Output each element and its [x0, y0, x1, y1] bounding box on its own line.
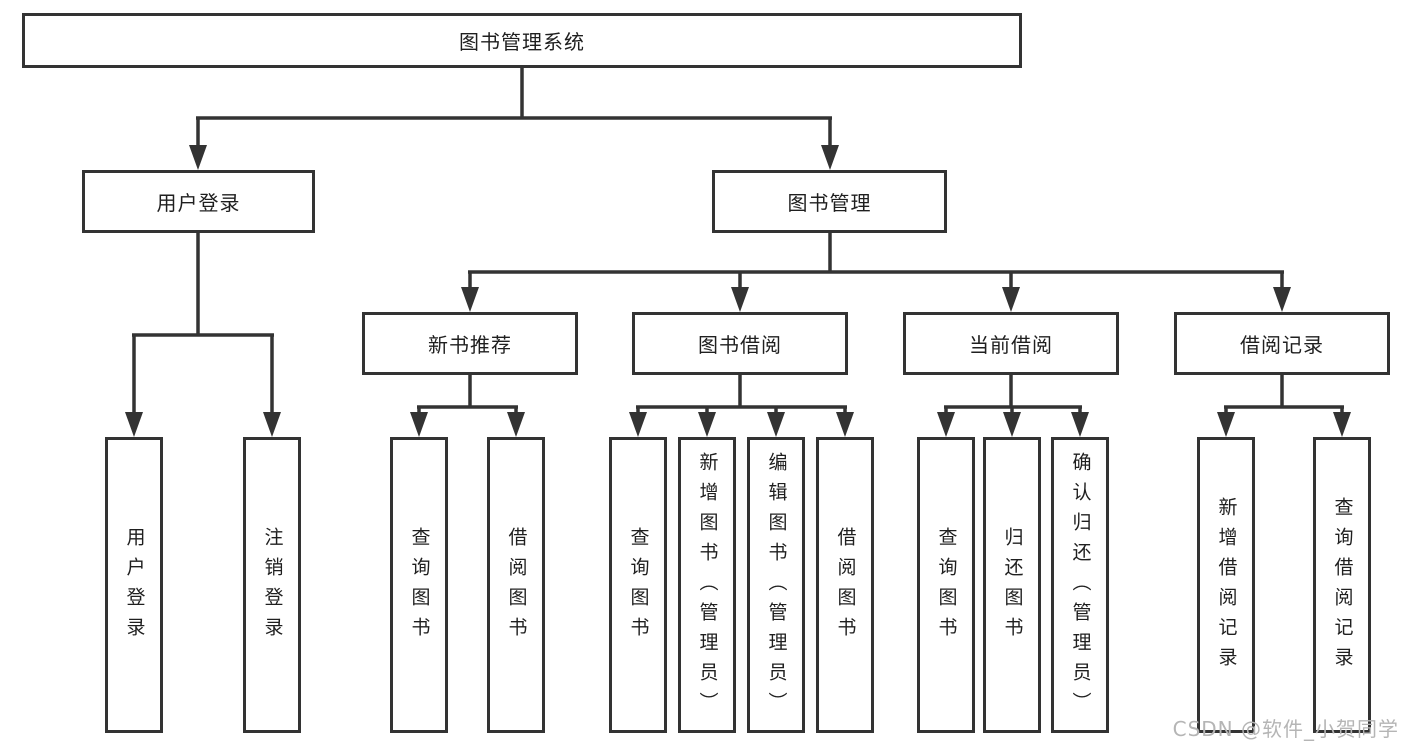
leaf-query-borrow-record: 查询借阅记录: [1313, 437, 1371, 733]
leaf-add-borrow-record: 新增借阅记录: [1197, 437, 1255, 733]
leaf-add-book-admin: 新增图书（管理员）: [678, 437, 736, 733]
leaf-query-books-recommend: 查询图书: [390, 437, 448, 733]
leaf-borrow-books-recommend: 借阅图书: [487, 437, 545, 733]
node-user-login: 用户登录: [82, 170, 315, 233]
leaf-borrow-books-borrow: 借阅图书: [816, 437, 874, 733]
csdn-watermark: CSDN @软件_小贺同学: [1172, 717, 1399, 741]
arrowhead-icons: [125, 145, 1351, 437]
leaf-edit-book-admin: 编辑图书（管理员）: [747, 437, 805, 733]
node-borrowing-records: 借阅记录: [1174, 312, 1390, 375]
leaf-user-login: 用户登录: [105, 437, 163, 733]
node-book-management: 图书管理: [712, 170, 947, 233]
leaf-query-books-borrow: 查询图书: [609, 437, 667, 733]
node-current-borrowing: 当前借阅: [903, 312, 1119, 375]
node-new-book-recommendation: 新书推荐: [362, 312, 578, 375]
leaf-return-book: 归还图书: [983, 437, 1041, 733]
node-library-system: 图书管理系统: [22, 13, 1022, 68]
node-book-borrowing: 图书借阅: [632, 312, 848, 375]
leaf-logout: 注销登录: [243, 437, 301, 733]
leaf-confirm-return-admin: 确认归还（管理员）: [1051, 437, 1109, 733]
leaf-query-books-current: 查询图书: [917, 437, 975, 733]
